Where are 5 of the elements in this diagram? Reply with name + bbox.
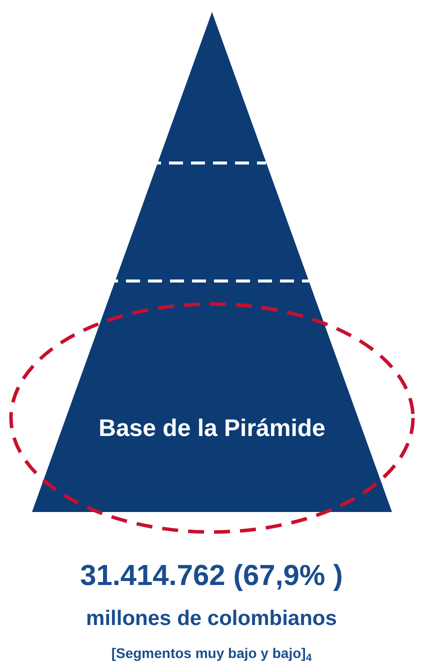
pyramid-label: Base de la Pirámide (98, 414, 326, 444)
segment-note: [Segmentos muy bajo y bajo]$_{4}$ (111, 644, 312, 664)
pyramid-shape (32, 12, 392, 512)
population-caption: millones de colombianos (86, 606, 337, 632)
population-figure: 31.414.762 (67,9% ) (80, 559, 343, 594)
